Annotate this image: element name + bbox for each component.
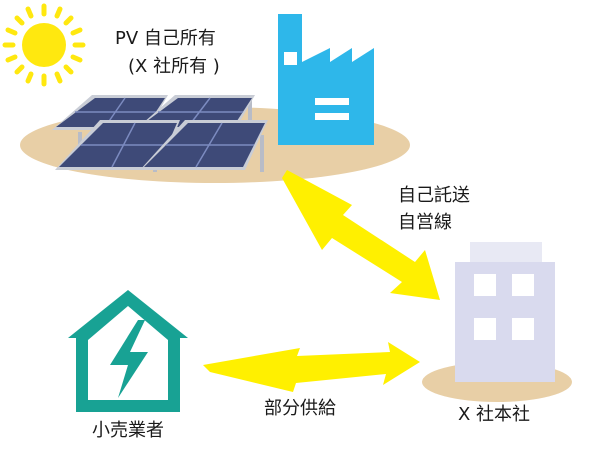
sun-icon [2, 3, 86, 87]
solar-panel-front-right [140, 120, 268, 172]
solar-panel-icon [52, 95, 268, 172]
self-wheeling-label-line1: 自己託送 [398, 185, 470, 206]
retailer-label: 小売業者 [92, 420, 164, 441]
office-building-icon [455, 242, 555, 382]
hq-label: X 社本社 [458, 404, 531, 425]
solar-panel-front-left [55, 120, 180, 172]
lightning-arrow-self-wheeling [282, 170, 440, 300]
self-wheeling-label-line2: 自営線 [398, 212, 452, 233]
house-lightning-icon [68, 290, 188, 412]
lightning-arrow-icon [203, 170, 440, 392]
pv-owner-label-line2: (X 社所有 ) [128, 56, 220, 77]
factory-icon [278, 14, 374, 145]
pv-owner-label-line1: PV 自己所有 [115, 28, 216, 49]
lightning-arrow-partial-supply [203, 342, 420, 392]
partial-supply-label: 部分供給 [264, 398, 336, 419]
